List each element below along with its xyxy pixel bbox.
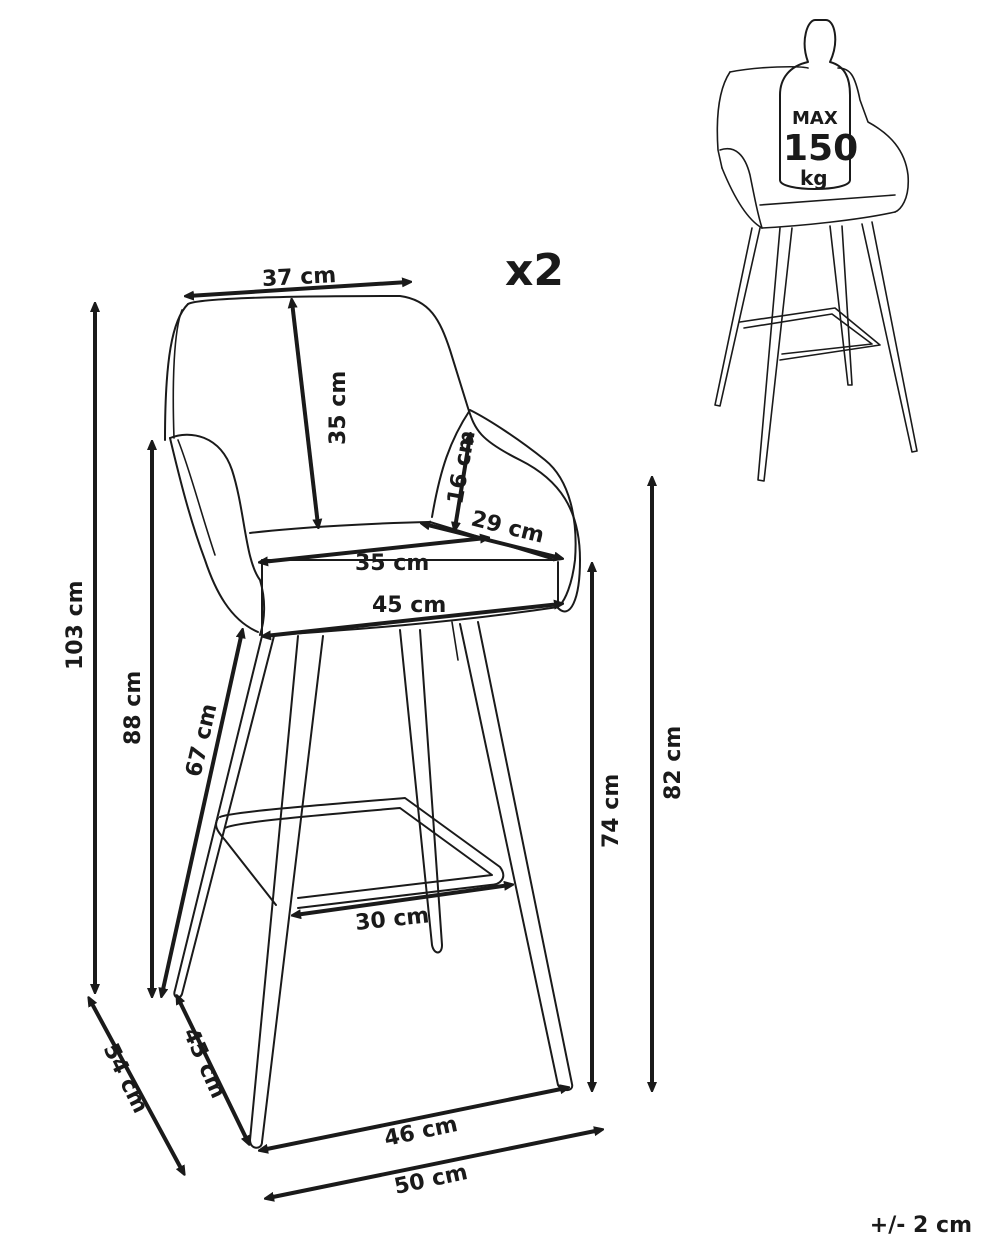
- label-seat-inner-width: 35 cm: [355, 551, 429, 576]
- label-armrest-total-height: 88 cm: [121, 671, 146, 745]
- label-seat-height: 74 cm: [599, 774, 624, 848]
- quantity-label: x2: [505, 245, 564, 296]
- label-armrest-height: 16 cm: [443, 429, 481, 506]
- label-total-depth: 54 cm: [98, 1040, 153, 1118]
- label-backrest-width: 37 cm: [261, 263, 336, 292]
- dimension-lines: [90, 282, 652, 1198]
- dimension-labels: 37 cm 35 cm 16 cm 29 cm 35 cm 45 cm 103 …: [63, 263, 686, 1200]
- label-seat-outer-width: 45 cm: [372, 593, 446, 618]
- label-seat-depth: 45 cm: [178, 1024, 231, 1102]
- label-footrest-width: 30 cm: [354, 903, 430, 936]
- label-armrest-floor-height: 82 cm: [661, 726, 686, 800]
- weight-capacity-illustration: MAX 150 kg: [714, 19, 918, 482]
- main-chair-illustration: [164, 295, 581, 1149]
- label-backrest-height: 35 cm: [326, 371, 351, 445]
- weight-unit-label: kg: [800, 166, 828, 190]
- weight-max-label: MAX: [792, 108, 838, 129]
- weight-value-label: 150: [783, 128, 858, 169]
- label-armrest-depth: 29 cm: [469, 507, 547, 549]
- label-total-height: 103 cm: [63, 580, 88, 670]
- tolerance-note: +/- 2 cm: [869, 1213, 972, 1238]
